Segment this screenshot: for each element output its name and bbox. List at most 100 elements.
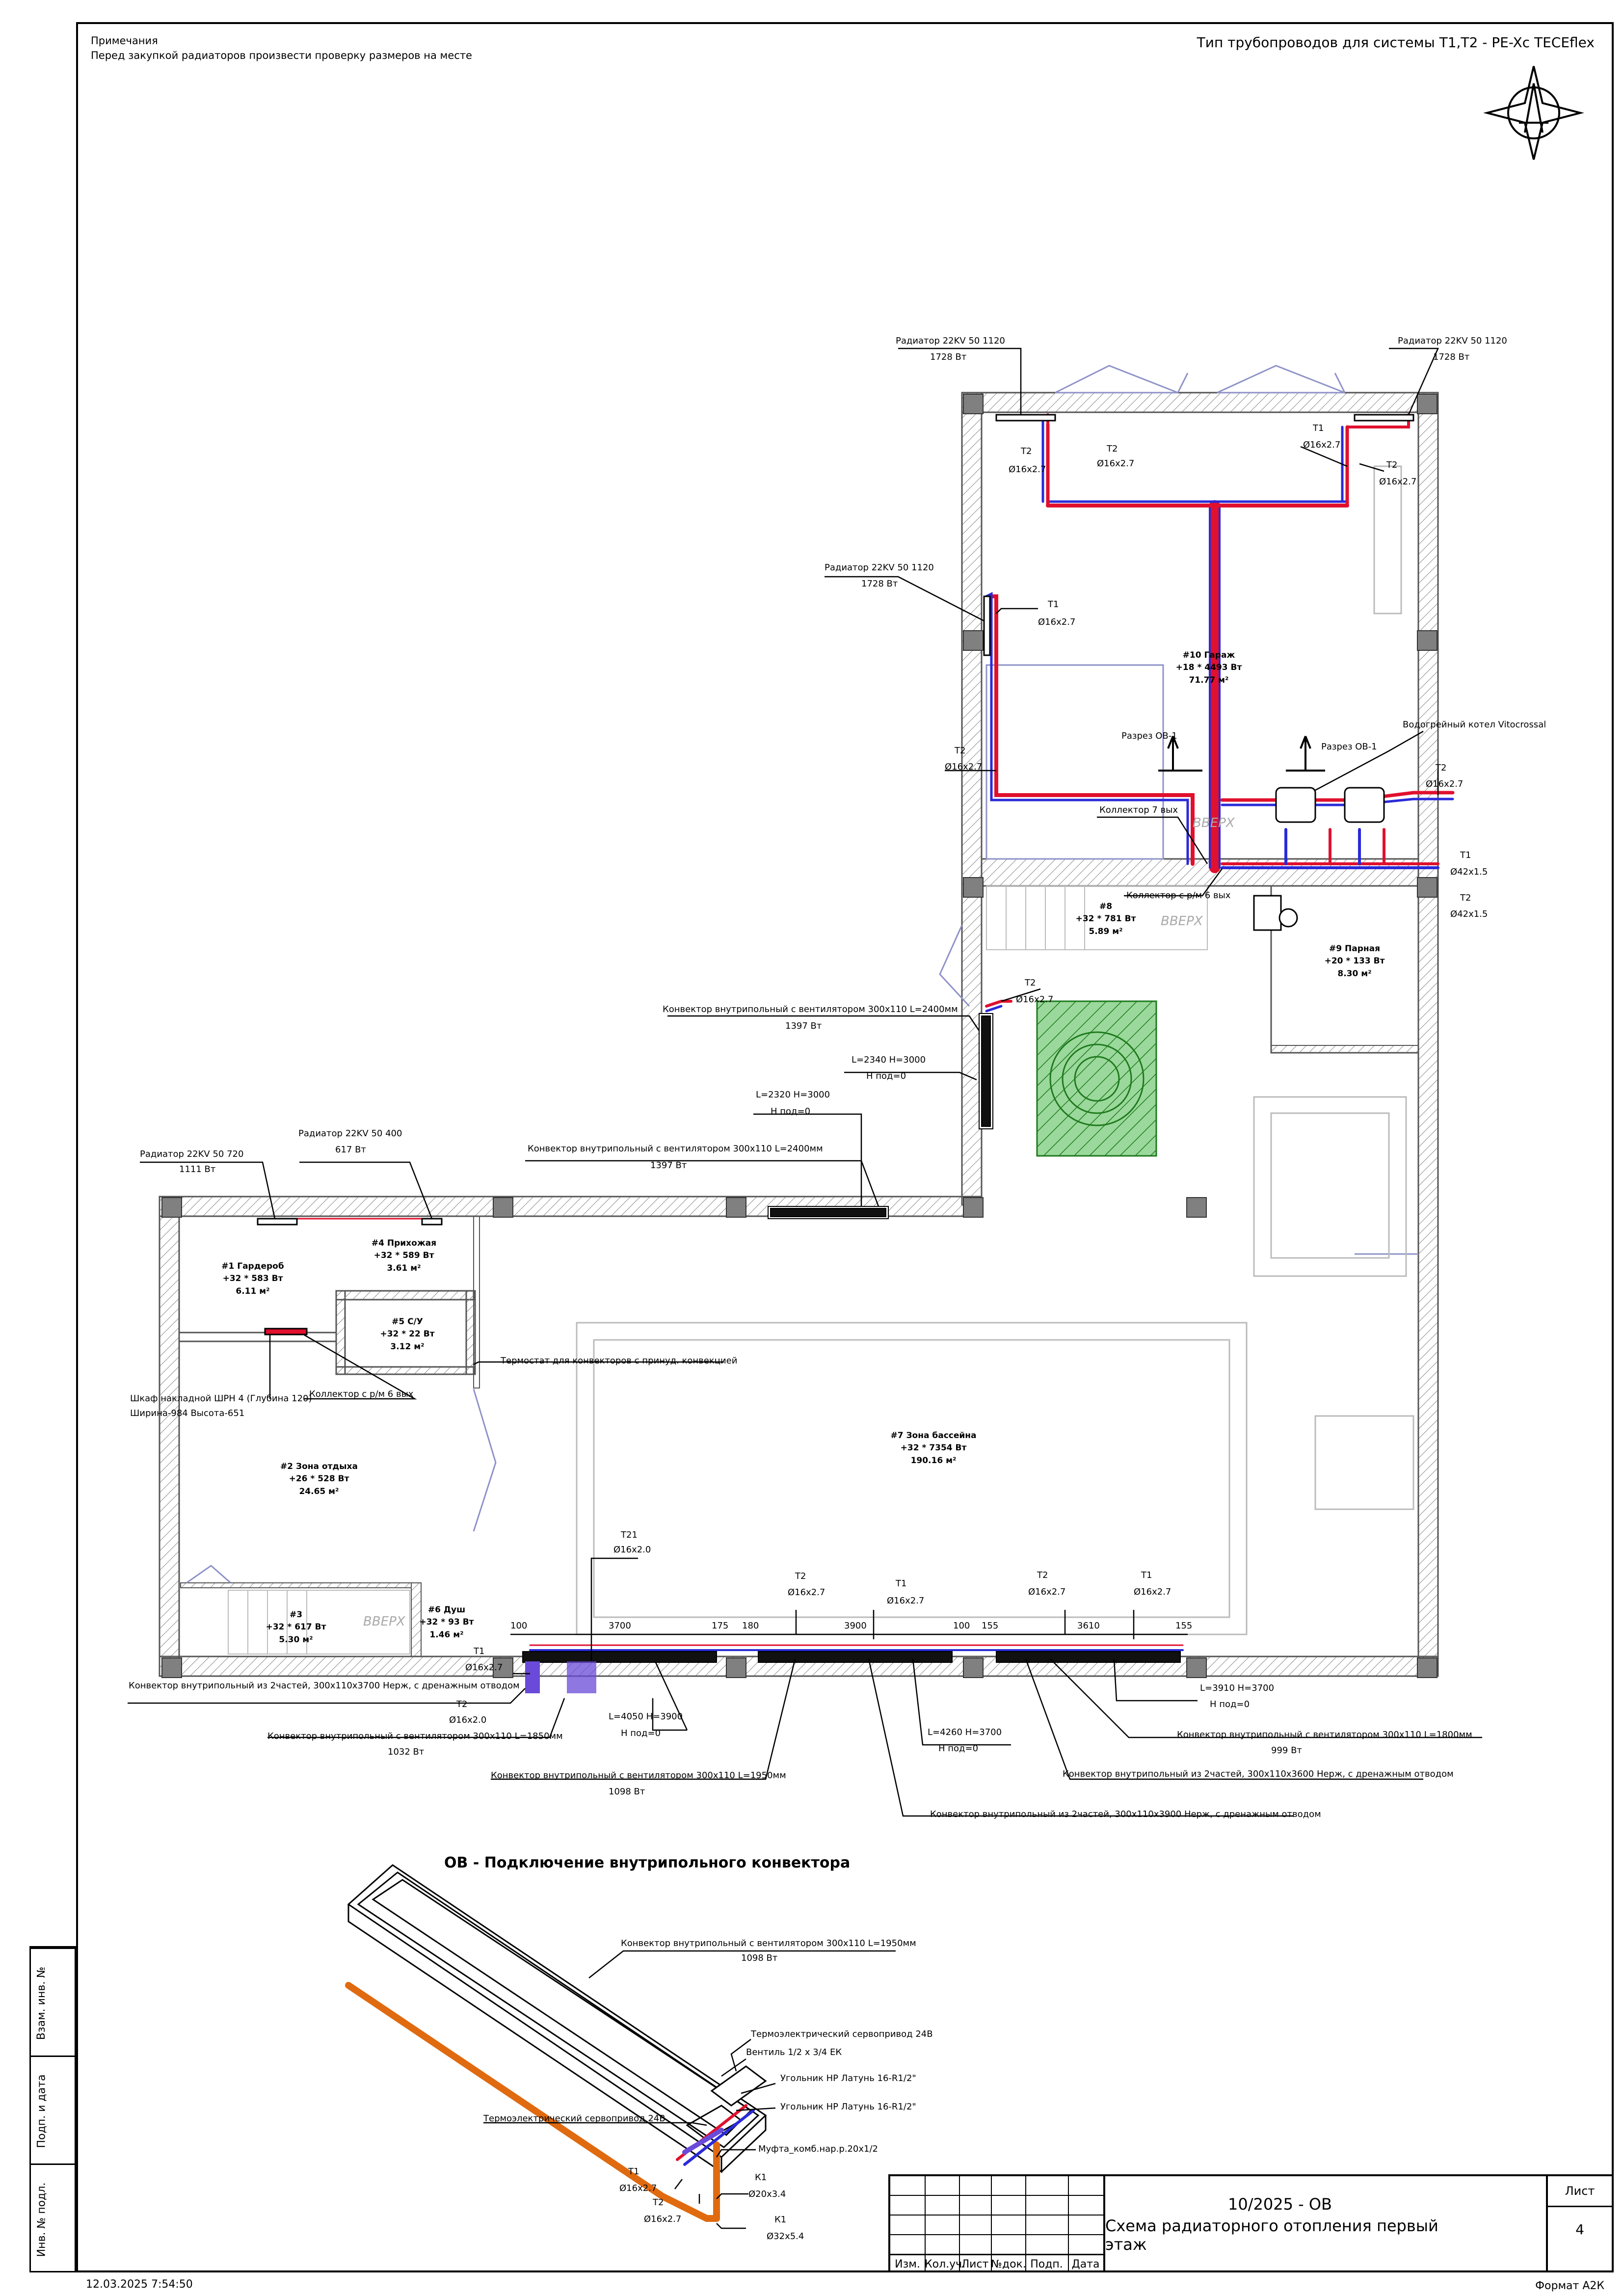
leader-lines: [128, 347, 1482, 1817]
pipe-diameter: Ø16х2.0: [449, 1715, 486, 1725]
pipe-diameter: Ø16х2.7: [1028, 1587, 1065, 1597]
dimension-label: L=4260 H=3700: [928, 1727, 1002, 1737]
section-label: Разрез ОВ-1: [1321, 742, 1377, 752]
pipe-diameter: Ø16х2.7: [1016, 994, 1053, 1005]
rev-header: №док.: [991, 2258, 1026, 2270]
pipe-tag: Т1: [628, 2166, 639, 2177]
pipe-tag: Т1: [1047, 599, 1059, 610]
drawing-frame: [76, 22, 1614, 2272]
radiator-power: 1728 Вт: [861, 579, 898, 589]
room-spec: +32 * 583 Вт: [223, 1274, 283, 1283]
side-stamp-label: Взам. инв. №: [35, 1966, 48, 2040]
supply-pipes: [264, 413, 1455, 1651]
room-spec: +32 * 93 Вт: [419, 1617, 474, 1627]
radiator-power: 617 Вт: [335, 1145, 366, 1155]
room-spec: +32 * 781 Вт: [1076, 914, 1136, 924]
rev-header: Подп.: [1030, 2258, 1063, 2270]
convector-label: Конвектор внутрипольный с вентилятором 3…: [663, 1004, 958, 1015]
room-name: #3: [290, 1610, 302, 1620]
notes-block: Примечания Перед закупкой радиаторов про…: [91, 33, 472, 63]
windows-doors: [186, 365, 1418, 1584]
dimension-label: H под=0: [621, 1728, 661, 1738]
rev-header: Изм.: [895, 2258, 920, 2270]
dimension-label: L=4050 H=3900: [609, 1711, 683, 1722]
room-6: #6 Душ+32 * 93 Вт1.46 м²: [419, 1605, 474, 1640]
detail-convector-power: 1098 Вт: [741, 1953, 777, 1963]
paper-format: Формат А2К: [1535, 2280, 1604, 2292]
pipe-type-note: Тип трубопроводов для системы Т1,Т2 - PE…: [1197, 34, 1595, 51]
dimension-value: 155: [982, 1621, 998, 1631]
pipe-tag: Т2: [1024, 978, 1036, 988]
up-label: ВВЕРХ: [1161, 914, 1203, 929]
room-area: 1.46 м²: [429, 1630, 463, 1640]
pipe-diameter: Ø16х2.7: [465, 1662, 503, 1673]
room-5: #5 С/У+32 * 22 Вт3.12 м²: [380, 1317, 434, 1352]
pipe-diameter: Ø42х1.5: [1450, 909, 1488, 919]
cabinet-label: Шкаф накладной ШРН 4 (Глубина 120): [130, 1393, 312, 1404]
radiator-power: 1728 Вт: [930, 352, 966, 362]
annotations: Радиатор 22KV 50 1120 1728 Вт Радиатор 2…: [129, 336, 1546, 1819]
room-4: #4 Прихожая +32 * 589 Вт 3.61 м²: [372, 1238, 436, 1273]
title-main: 10/2025 - ОВ Схема радиаторного отоплени…: [1105, 2176, 1455, 2272]
pipe-tag: Т2: [1037, 1570, 1048, 1580]
dimension-value: 3900: [844, 1621, 867, 1631]
fitting-label: Угольник НР Латунь 16-R1/2": [780, 2073, 916, 2083]
pipe-tag: Т2: [1435, 763, 1446, 773]
pipe-tag: Т1: [1312, 423, 1324, 433]
pipe-diameter: Ø32х5.4: [767, 2231, 804, 2242]
rev-header: Дата: [1071, 2258, 1100, 2270]
room-name: #1 Гардероб: [221, 1261, 284, 1271]
cabinet-dims: Ширина-984 Высота-651: [130, 1408, 244, 1418]
convector-power: 1032 Вт: [388, 1747, 424, 1757]
radiator-power: 1111 Вт: [179, 1164, 215, 1175]
pipe-diameter: Ø16х2.7: [1303, 440, 1340, 450]
pipe-tag: Т2: [1386, 460, 1397, 470]
collector-label: Коллектор 7 вых: [1099, 805, 1178, 815]
stairs: [228, 885, 1208, 1655]
convector-label: Конвектор внутрипольный с вентилятором 3…: [528, 1144, 823, 1154]
sheet-title: Схема радиаторного отопления первый этаж: [1105, 2216, 1438, 2254]
pipe-tag: К1: [755, 2172, 767, 2183]
room-area: 6.11 м²: [236, 1286, 269, 1296]
room-name: #7 Зона бассейна: [890, 1431, 976, 1441]
convector-label: Конвектор внутрипольный из 2частей, 300х…: [1063, 1769, 1454, 1779]
room-name: #4 Прихожая: [372, 1238, 436, 1248]
room-labels: #1 Гардероб +32 * 583 Вт 6.11 м² #2 Зона о…: [221, 650, 1384, 1645]
radiator-label: Радиатор 22KV 50 400: [298, 1128, 402, 1139]
valve-label: Вентиль 1/2 х 3/4 ЕК: [746, 2047, 842, 2057]
room-area: 3.12 м²: [390, 1342, 424, 1352]
dimension-label: L=2320 H=3000: [756, 1090, 830, 1100]
sheet-number-cell: Лист 4: [1546, 2176, 1612, 2272]
room-area: 71.77 м²: [1189, 675, 1228, 685]
pipe-tag: Т21: [620, 1530, 638, 1540]
notes-title: Примечания: [91, 35, 158, 47]
radiator-label: Радиатор 22KV 50 720: [140, 1149, 243, 1159]
dimension-label: H под=0: [1210, 1699, 1250, 1709]
pipe-diameter: Ø16х2.7: [1097, 458, 1134, 469]
dimension-value: 3700: [609, 1621, 631, 1631]
radiator-label: Радиатор 22KV 50 1120: [825, 562, 934, 573]
room-spec: +20 * 133 Вт: [1325, 956, 1385, 966]
room-spec: +26 * 528 Вт: [289, 1474, 349, 1484]
fitting-label: Угольник НР Латунь 16-R1/2": [780, 2102, 916, 2112]
radiator-symbols: [257, 414, 1414, 1335]
notes-line: Перед закупкой радиаторов произвести про…: [91, 50, 472, 61]
boiler-label: Водогрейный котел Vitocrossal: [1403, 720, 1546, 730]
room-name: #9 Парная: [1329, 944, 1380, 954]
sheet-number: 4: [1575, 2221, 1584, 2238]
pipe-diameter: Ø16х2.7: [1038, 617, 1075, 627]
up-label: ВВЕРХ: [363, 1614, 406, 1629]
radiator-label: Радиатор 22KV 50 1120: [1398, 336, 1507, 346]
dimension-value: 3610: [1077, 1621, 1100, 1631]
servo-label: Термоэлектрический сервопривод 24В: [483, 2113, 666, 2124]
dimension-label: L=3910 H=3700: [1200, 1683, 1274, 1693]
room-area: 3.61 м²: [387, 1263, 421, 1273]
pipe-tag: Т2: [795, 1571, 806, 1581]
side-stamp: Взам. инв. № Подп. и дата Инв. № подл.: [29, 1946, 76, 2272]
room-spec: +32 * 589 Вт: [374, 1251, 434, 1260]
pipe-diameter: Ø16х2.7: [788, 1587, 825, 1598]
pipe-tag: Т2: [652, 2197, 664, 2208]
